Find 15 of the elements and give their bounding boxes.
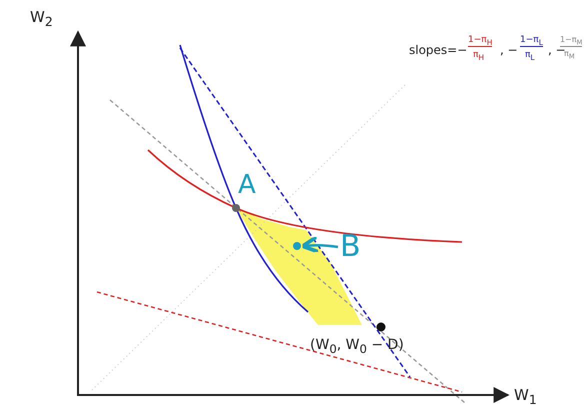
leader-arrow [300,235,338,254]
slope-denominator: π$_{M}$ [564,50,575,60]
slope-numerator: 1−π$_{H}$ [468,36,492,48]
point-label: A [238,172,256,198]
point [293,242,301,250]
slope-denominator: π$_{H}$ [473,51,484,62]
point-label: B [340,232,361,262]
axis-label: W$_{2}$ [30,10,53,28]
slope-label: slopes=− [409,44,468,56]
slope-numerator: 1−π$_{M}$ [560,36,582,48]
point-label: (W$_{0}$, W$_{0}$ − D) [310,338,404,356]
slope-denominator: π$_{L}$ [525,51,535,62]
slope-numerator: 1−π$_{L}$ [520,36,543,48]
separator-text: , − [500,44,518,56]
axis-label: W$_{1}$ [514,388,537,406]
